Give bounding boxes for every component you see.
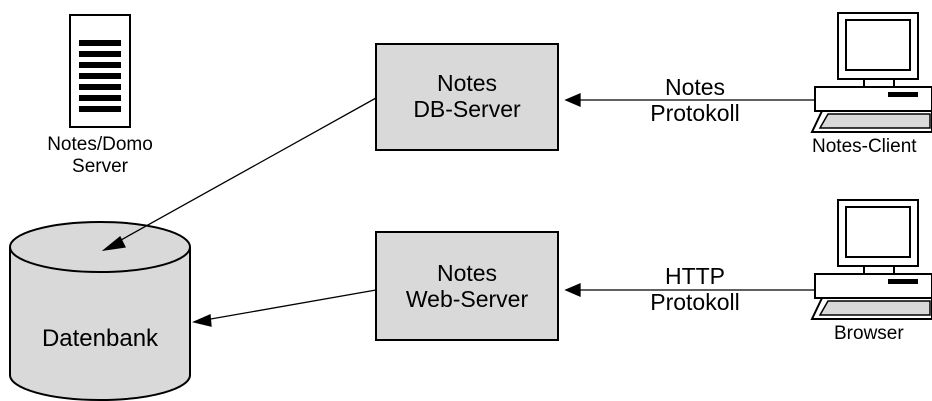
notes-protocol-label-line1: Notes	[664, 74, 726, 100]
domino-server-label-line2: Server	[72, 155, 128, 177]
domino-server-label-line1: Notes/Domo	[47, 134, 153, 155]
web-server-label: Notes Web-Server	[376, 260, 558, 313]
web-server-label-line2: Web-Server	[405, 286, 529, 313]
db-server-to-database-line	[111, 97, 377, 246]
notes-protocol-arrowhead	[564, 93, 581, 107]
database-cylinder	[9, 221, 191, 401]
db-server-label-line1: Notes	[436, 70, 498, 96]
http-protocol-label-line2: Protokoll	[650, 289, 740, 316]
db-server-label: Notes DB-Server	[376, 70, 558, 123]
web-server-label-line1: Notes	[436, 260, 498, 286]
http-protocol-label-line1: HTTP	[664, 263, 726, 289]
notes-protocol-label: Notes Protokoll	[620, 74, 770, 127]
db-server-box	[375, 43, 559, 151]
domino-server-label: Notes/Domo Server	[30, 134, 170, 178]
browser-label: Browser	[834, 323, 904, 344]
database-arrowhead-2	[191, 314, 212, 327]
notes-protocol-label-line2: Protokoll	[650, 100, 740, 127]
database-arrowhead	[101, 235, 126, 251]
database-label: Datenbank	[41, 325, 159, 352]
server-tower-icon	[69, 14, 131, 128]
web-server-to-database-line	[204, 289, 377, 321]
computer-workstation-icon	[810, 12, 932, 133]
http-protocol-arrowhead	[564, 283, 581, 297]
notes-client-label: Notes-Client	[812, 136, 917, 157]
computer-workstation-icon	[810, 199, 932, 320]
http-protocol-label: HTTP Protokoll	[620, 263, 770, 316]
db-server-label-line2: DB-Server	[413, 96, 521, 123]
web-server-box	[375, 231, 559, 341]
